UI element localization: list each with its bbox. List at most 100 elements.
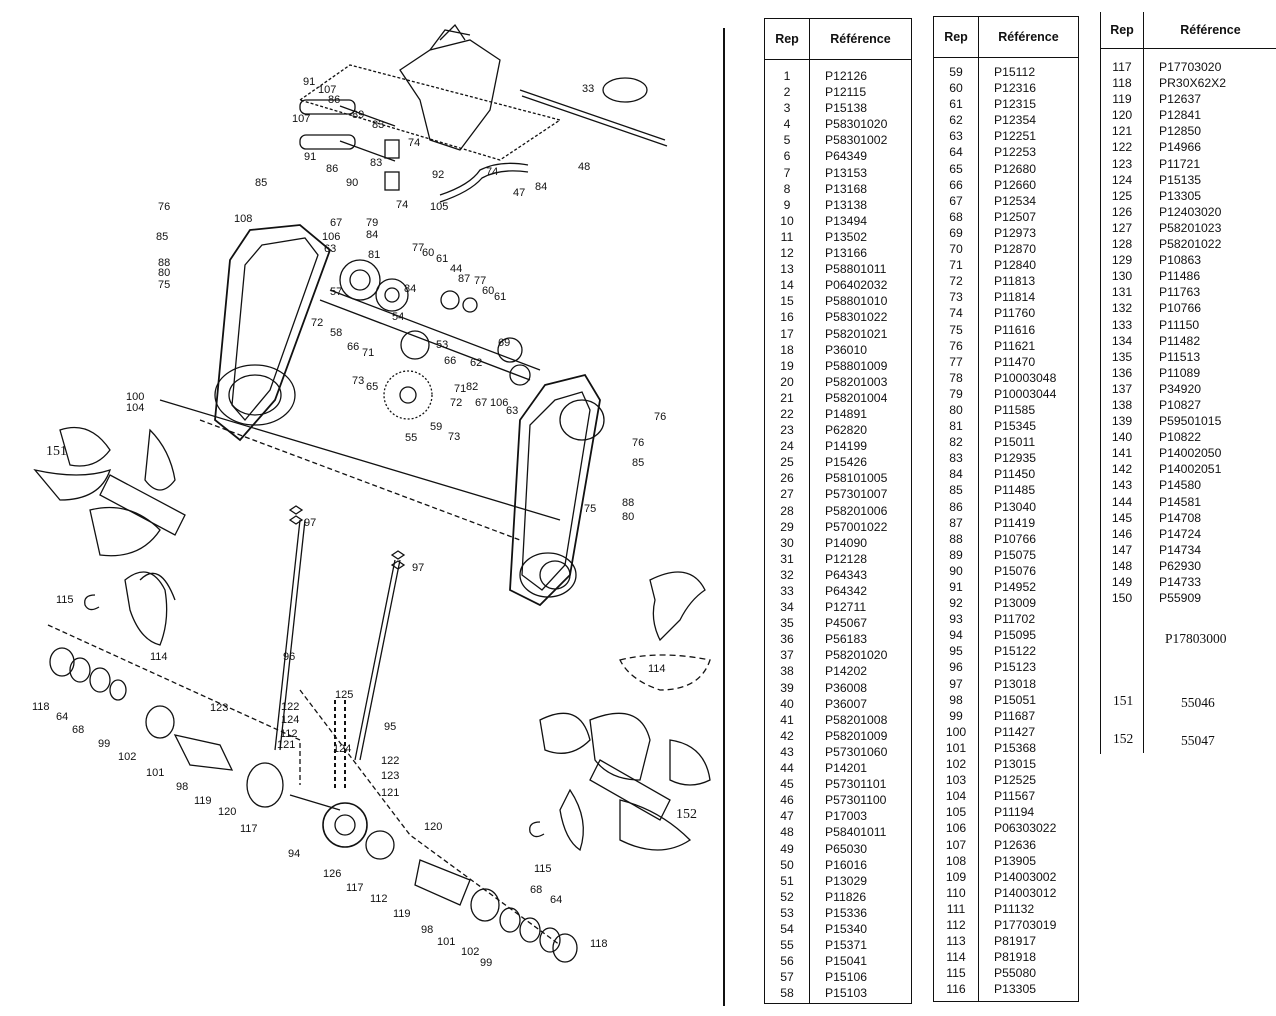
rep-cell: 95 bbox=[949, 644, 963, 659]
part-callout: 108 bbox=[234, 213, 252, 225]
rep-cell: 77 bbox=[949, 354, 963, 369]
rep-cell: 9 bbox=[783, 197, 791, 212]
rep-cell: 15 bbox=[780, 294, 794, 309]
reference-cell: P15122 bbox=[994, 644, 1037, 659]
rep-cell: 18 bbox=[780, 342, 794, 357]
part-callout: 107 bbox=[292, 113, 310, 125]
reference-cell: P12973 bbox=[994, 225, 1037, 240]
rep-cell: 131 bbox=[1111, 285, 1133, 300]
reference-cell: P06303022 bbox=[994, 821, 1057, 836]
rep-cell: 47 bbox=[780, 809, 794, 824]
reference-cell: P10827 bbox=[1159, 397, 1202, 412]
part-callout: 115 bbox=[56, 594, 74, 606]
part-callout: 55 bbox=[405, 432, 417, 444]
rep-header: Rep bbox=[765, 19, 810, 59]
reference-cell: P11721 bbox=[1159, 156, 1201, 171]
reference-cell: P58201023 bbox=[1159, 220, 1222, 235]
reference-cell: P13502 bbox=[825, 229, 868, 244]
table-row: 101 P15368 bbox=[934, 740, 1078, 756]
part-callout: 71 bbox=[454, 383, 466, 395]
reference-cell: P58401011 bbox=[825, 825, 887, 840]
rep-cell: 136 bbox=[1111, 365, 1133, 380]
rep-cell: 60 bbox=[949, 81, 963, 96]
rep-cell: 63 bbox=[949, 129, 963, 144]
table-row: 123 P11721 bbox=[1101, 156, 1276, 172]
reference-cell: P36008 bbox=[825, 680, 868, 695]
rep-cell: 114 bbox=[946, 950, 966, 965]
reference-cell: P58301022 bbox=[825, 310, 888, 325]
reference-cell: P58801010 bbox=[825, 294, 888, 309]
part-callout: 74 bbox=[408, 137, 420, 149]
rep-cell: 30 bbox=[780, 535, 794, 550]
rep-cell: 14 bbox=[780, 278, 794, 293]
rep-cell: 41 bbox=[780, 712, 794, 727]
rep-cell: 50 bbox=[780, 857, 794, 872]
part-callout: 61 bbox=[436, 253, 448, 265]
assembly-label-152: 152 bbox=[676, 807, 697, 822]
rep-cell: 16 bbox=[780, 310, 794, 325]
part-callout: 75 bbox=[158, 279, 170, 291]
reference-cell: P15340 bbox=[825, 921, 868, 936]
part-callout: 102 bbox=[461, 946, 479, 958]
rep-cell: 101 bbox=[945, 740, 967, 755]
rep-cell: 8 bbox=[783, 181, 791, 196]
reference-cell: P58301020 bbox=[825, 117, 888, 132]
reference-cell: P11616 bbox=[994, 322, 1036, 337]
reference-cell: P13040 bbox=[994, 499, 1037, 514]
rep-cell: 31 bbox=[780, 551, 794, 566]
rep-cell: 93 bbox=[949, 612, 963, 627]
reference-header: Référence bbox=[830, 32, 891, 46]
reference-cell: P64349 bbox=[825, 149, 868, 164]
part-callout: 76 bbox=[158, 201, 170, 213]
part-callout: 84 bbox=[366, 229, 378, 241]
reference-cell: P12315 bbox=[994, 97, 1037, 112]
part-callout: 54 bbox=[392, 311, 404, 323]
reference-cell: P65030 bbox=[825, 841, 868, 856]
rep-cell: 64 bbox=[949, 145, 963, 160]
part-callout: 74 bbox=[486, 166, 498, 178]
part-callout: 75 bbox=[584, 503, 596, 515]
part-callout: 77 bbox=[474, 275, 486, 287]
rep-cell: 12 bbox=[780, 246, 794, 261]
part-callout: 125 bbox=[335, 689, 353, 701]
rep-cell: 36 bbox=[780, 632, 794, 647]
assembly-label-151: 151 bbox=[46, 444, 67, 459]
part-callout: 62 bbox=[470, 357, 482, 369]
reference-cell: P12637 bbox=[1159, 92, 1202, 107]
reference-cell: P15345 bbox=[994, 419, 1037, 434]
part-callout: 58 bbox=[330, 327, 342, 339]
rep-cell: 3 bbox=[783, 101, 791, 116]
reference-cell: P15011 bbox=[994, 435, 1036, 450]
rep-cell: 67 bbox=[949, 193, 963, 208]
part-callout: 114 bbox=[150, 651, 168, 663]
reference-cell: P15368 bbox=[994, 740, 1037, 755]
rep-cell: 27 bbox=[780, 487, 794, 502]
part-callout: 120 bbox=[424, 821, 442, 833]
part-callout: 97 bbox=[412, 562, 424, 574]
rep-cell: 123 bbox=[1111, 156, 1133, 171]
